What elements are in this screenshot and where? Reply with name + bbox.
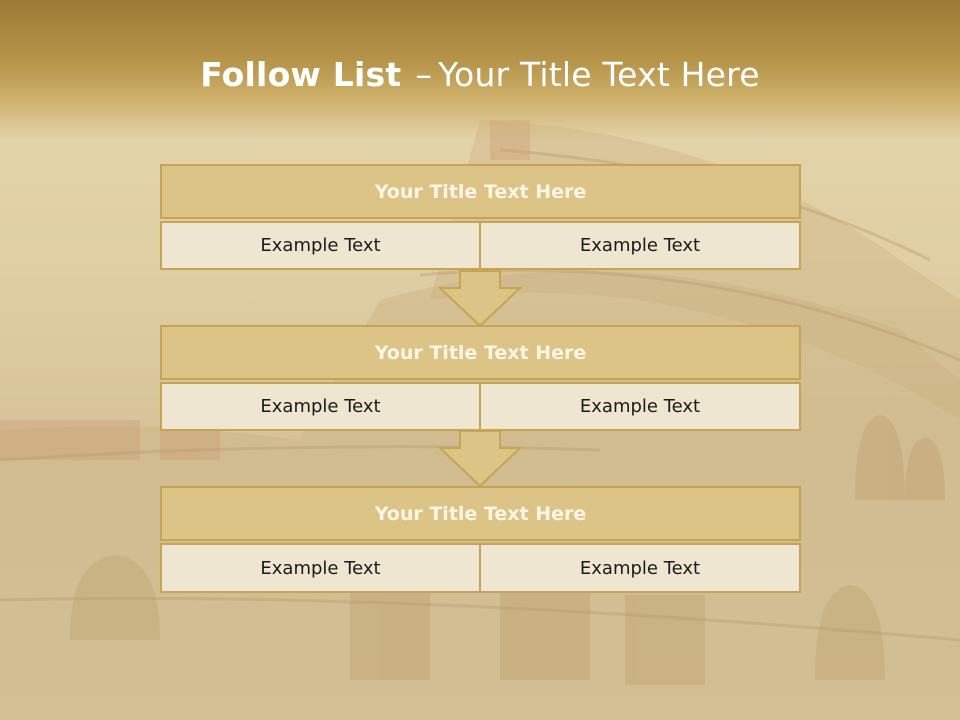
step-cell-right: Example Text: [479, 543, 801, 593]
slide-title: Follow List–Your Title Text Here: [0, 52, 960, 98]
step-cell-right: Example Text: [479, 221, 801, 270]
down-arrow-icon: [437, 430, 523, 488]
step-title: Your Title Text Here: [160, 325, 801, 380]
step-title: Your Title Text Here: [160, 486, 801, 541]
down-arrow-icon: [437, 270, 523, 328]
step-cell-left: Example Text: [160, 543, 481, 593]
step-cell-left: Example Text: [160, 382, 481, 431]
step-cell-right: Example Text: [479, 382, 801, 431]
step-cell-left: Example Text: [160, 221, 481, 270]
title-bold: Follow List: [200, 55, 402, 94]
header-band: [0, 0, 960, 140]
title-rest: Your Title Text Here: [438, 55, 760, 94]
title-dash: –: [415, 55, 433, 94]
step-title: Your Title Text Here: [160, 164, 801, 219]
